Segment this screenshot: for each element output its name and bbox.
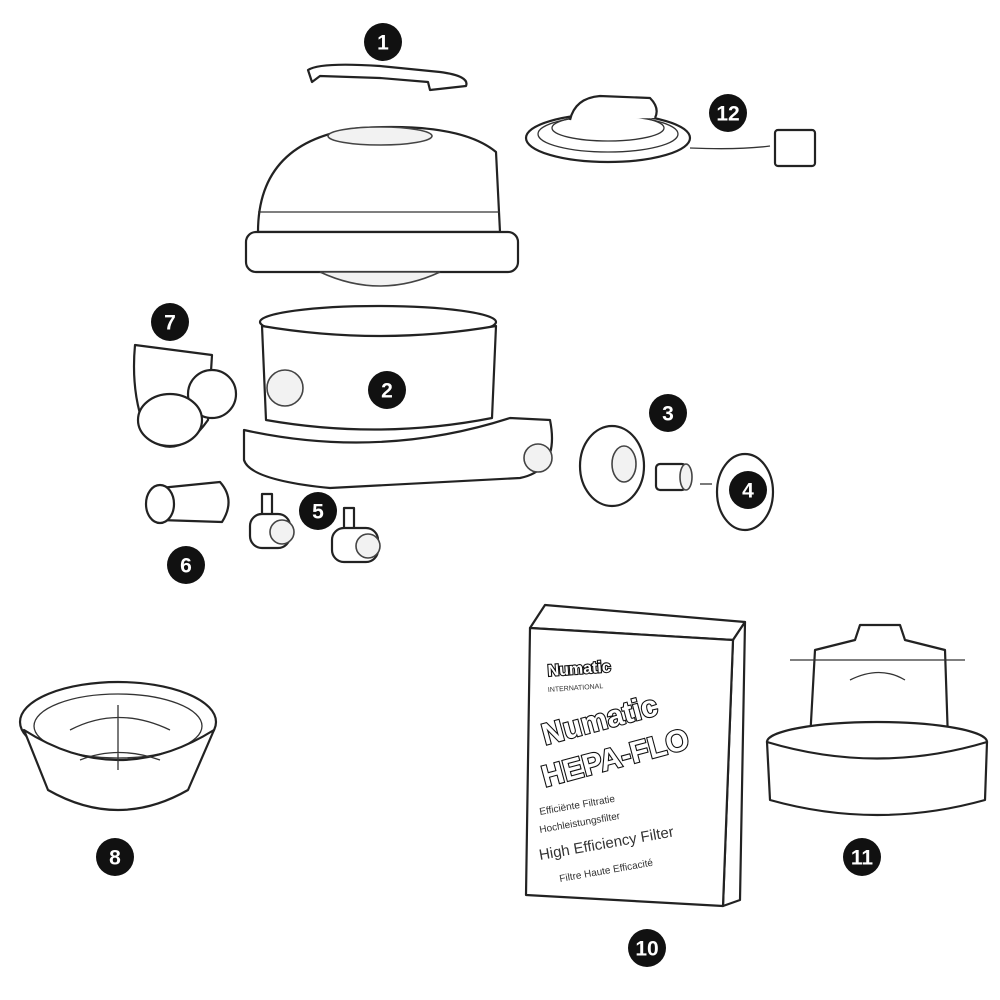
svg-text:10: 10 <box>635 938 658 961</box>
part-filter-basket <box>18 680 218 811</box>
svg-text:4: 4 <box>742 480 754 503</box>
part-exhaust-flap <box>132 343 238 448</box>
badge-11: 11 <box>843 838 881 876</box>
part-filter-box: Numatic INTERNATIONAL Numatic HEPA-FLO E… <box>524 603 747 908</box>
badge-8: 8 <box>96 838 134 876</box>
svg-text:8: 8 <box>109 847 121 870</box>
part-top-cap <box>244 125 520 287</box>
part-castors <box>248 492 381 564</box>
svg-text:6: 6 <box>180 555 192 578</box>
part-hose-socket <box>578 424 712 508</box>
badge-7: 7 <box>151 303 189 341</box>
part-motor <box>765 623 989 817</box>
part-power-cable <box>524 94 817 168</box>
badge-10: 10 <box>628 929 666 967</box>
part-container-body <box>242 304 554 490</box>
part-handle <box>306 63 468 92</box>
svg-text:11: 11 <box>851 847 874 870</box>
badge-6: 6 <box>167 546 205 584</box>
part-hose-connector <box>144 480 230 525</box>
badge-1: 1 <box>364 23 402 61</box>
badge-12: 12 <box>709 94 747 132</box>
svg-text:2: 2 <box>381 380 393 403</box>
badge-5: 5 <box>299 492 337 530</box>
badge-3: 3 <box>649 394 687 432</box>
box-brand-sub: INTERNATIONAL <box>548 683 604 694</box>
svg-text:7: 7 <box>164 312 176 335</box>
badge-2: 2 <box>368 371 406 409</box>
svg-text:3: 3 <box>662 403 674 426</box>
badge-4: 4 <box>729 471 767 509</box>
svg-text:5: 5 <box>312 501 324 524</box>
svg-text:1: 1 <box>377 32 389 55</box>
svg-text:12: 12 <box>716 103 739 126</box>
box-brand-small: Numatic <box>547 659 611 680</box>
